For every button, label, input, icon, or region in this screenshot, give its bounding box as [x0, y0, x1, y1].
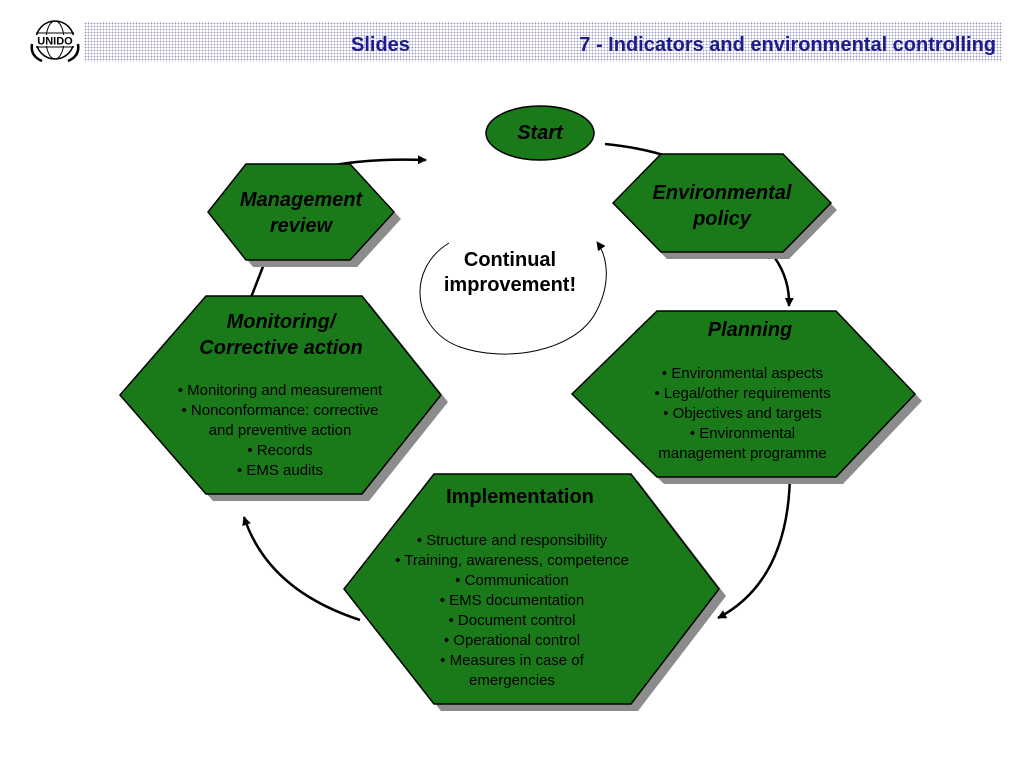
planning-title: Planning [707, 319, 793, 341]
planning-hexagon [570, 310, 917, 478]
implementation-hexagon [343, 473, 720, 705]
list-item: • Environmental aspects [661, 365, 824, 382]
list-item: • Structure and responsibility [416, 532, 608, 549]
monitoring-items: • Monitoring and measurement • Nonconfor… [135, 381, 425, 481]
start-label: Start [517, 122, 563, 144]
list-item: • EMS documentation [439, 592, 585, 609]
implementation-title: Implementation [446, 486, 594, 508]
unido-logo: UNIDO [30, 20, 80, 63]
list-item: • Measures in case of [440, 652, 584, 669]
review-hexagon [207, 163, 396, 261]
start-ellipse [485, 105, 595, 161]
continual-improvement-label: Continual improvement! [443, 249, 577, 296]
review-title: Management review [239, 189, 363, 237]
monitoring-hexagon [119, 295, 442, 495]
planning-items: • Environmental aspects • Legal/other re… [600, 364, 885, 464]
logo-text: UNIDO [37, 36, 73, 48]
list-item: • EMS audits [236, 462, 324, 479]
header-title: 7 - Indicators and environmental control… [579, 34, 996, 56]
arrow-policy-to-planning [773, 257, 794, 307]
header-band [84, 22, 1002, 62]
list-item: • Records [247, 442, 313, 459]
arrow-planning-to-implementation [717, 469, 792, 620]
connector-monitoring-to-review [248, 263, 266, 301]
list-item: • Monitoring and measurement [177, 382, 383, 399]
list-item: • Operational control [443, 632, 581, 649]
list-item: • Training, awareness, competence [395, 552, 629, 569]
list-item: emergencies [469, 672, 555, 689]
continual-improvement-arrow [419, 241, 607, 355]
list-item: • Nonconformance: corrective [181, 402, 379, 419]
arrow-implementation-to-monitoring [242, 516, 361, 622]
monitoring-title: Monitoring/ Corrective action [199, 311, 363, 359]
policy-title: Environmental policy [652, 182, 792, 230]
list-item: • Communication [455, 572, 569, 589]
list-item: • Environmental [689, 425, 796, 442]
policy-hexagon [611, 153, 833, 253]
list-item: • Legal/other requirements [654, 385, 831, 402]
list-item: and preventive action [208, 422, 352, 439]
list-item: management programme [658, 445, 827, 462]
implementation-items: • Structure and responsibility • Trainin… [362, 531, 662, 691]
header-slides-label: Slides [351, 34, 410, 56]
list-item: • Document control [448, 612, 576, 629]
list-item: • Objectives and targets [663, 405, 822, 422]
